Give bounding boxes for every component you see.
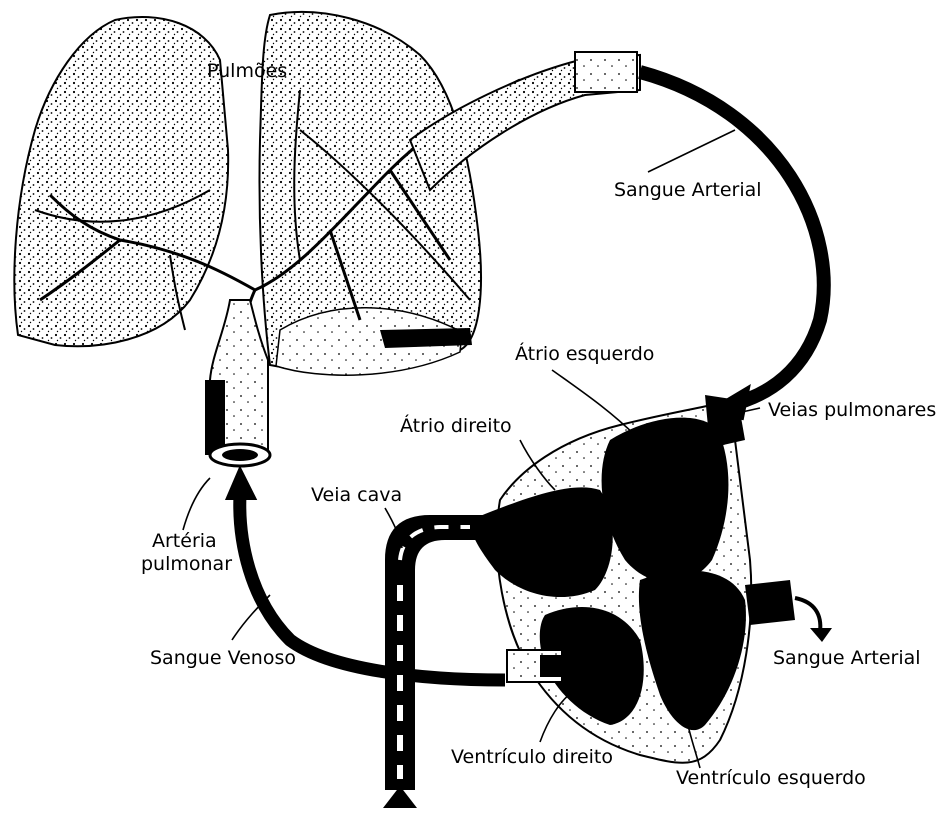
label-right-atrium: Átrio direito [400,414,512,437]
pulmonary-artery [205,300,270,466]
label-vena-cava: Veia cava [311,484,402,506]
label-pulmonary-artery-2: pulmonar [141,553,232,575]
label-arterial-blood-top: Sangue Arterial [614,179,762,201]
label-venous-blood: Sangue Venoso [150,647,296,669]
aorta-outflow [745,580,795,625]
label-left-ventricle: Ventrículo esquerdo [676,767,866,789]
label-right-ventricle: Ventrículo direito [451,746,613,768]
heart [470,395,795,763]
label-pulmonary-artery-1: Artéria [152,530,217,552]
venous-blood-arrowhead [228,470,254,498]
arterial-blood-arrow-to-heart [640,72,824,405]
label-pulmonary-veins: Veias pulmonares [768,399,936,421]
leader-pulmonary-artery [183,478,210,530]
lungs-illustration [14,12,640,380]
pulmonary-vein-stub [575,52,637,92]
hilum-dark-vessels [380,328,472,348]
leader-arterial-top [648,130,735,172]
arterial-blood-outflow-arrowhead [810,628,832,642]
label-lungs: Pulmões [207,60,287,82]
arterial-blood-outflow-arrow [795,598,820,632]
right-atrium [470,487,613,597]
label-left-atrium: Átrio esquerdo [515,342,654,365]
label-arterial-blood-right: Sangue Arterial [773,647,921,669]
